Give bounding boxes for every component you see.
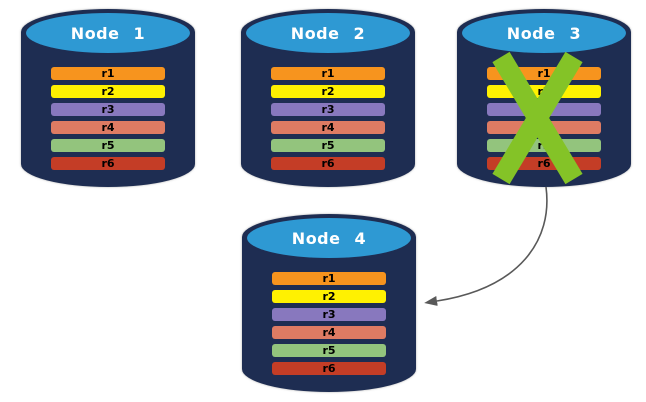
node-4: Node 4 r1 r2 r3 r4 r5 r6 [242,214,416,392]
replica-row-label: r2 [322,290,336,303]
replica-row-label: r3 [101,103,115,116]
replica-row: r2 [51,85,165,98]
replica-row: r1 [271,67,385,80]
replica-row: r3 [272,308,386,321]
node-1: Node 1 r1 r2 r3 r4 r5 r6 [21,9,195,187]
replica-row-label: r5 [322,344,336,357]
replica-row-label: r2 [321,85,335,98]
replica-row-label: r6 [321,157,335,170]
replica-row: r4 [51,121,165,134]
replica-row: r1 [51,67,165,80]
replica-row: r6 [272,362,386,375]
replica-row-label: r6 [101,157,115,170]
replica-row: r3 [51,103,165,116]
replica-row: r6 [271,157,385,170]
node-label: Node 3 [506,23,582,43]
replica-row-label: r4 [321,121,335,134]
node-3: Node 3 r1 r2 r3 r4 r5 r6 [457,9,631,187]
replica-row-label: r5 [321,139,335,152]
replica-row-label: r1 [101,67,115,80]
replica-row: r5 [51,139,165,152]
replica-row: r5 [271,139,385,152]
cylinder-top-rim: Node 2 [241,9,415,55]
replica-row-label: r4 [322,326,336,339]
replica-row-label: r1 [537,67,551,80]
replica-row-label: r1 [321,67,335,80]
cylinder-top-face: Node 3 [462,13,626,53]
node-2: Node 2 r1 r2 r3 r4 r5 r6 [241,9,415,187]
replica-rows: r1 r2 r3 r4 r5 r6 [271,67,385,170]
node-label: Node 4 [291,228,367,248]
replica-row-label: r5 [101,139,115,152]
replica-row: r3 [271,103,385,116]
node-label: Node 2 [290,23,366,43]
replica-row-label: r4 [101,121,115,134]
replica-row: r2 [272,290,386,303]
replica-row-label: r2 [101,85,115,98]
replica-row-label: r3 [321,103,335,116]
replica-row: r1 [272,272,386,285]
node-label: Node 1 [70,23,146,43]
cylinder-top-rim: Node 1 [21,9,195,55]
replica-rows: r1 r2 r3 r4 r5 r6 [51,67,165,170]
cylinder-top-face: Node 1 [26,13,190,53]
replica-row: r2 [271,85,385,98]
replica-row: r5 [272,344,386,357]
replica-row-label: r1 [322,272,336,285]
arrow-curve [424,186,548,306]
replica-row: r6 [51,157,165,170]
cylinder-top-face: Node 2 [246,13,410,53]
replica-row: r4 [272,326,386,339]
cylinder-top-face: Node 4 [247,218,411,258]
replica-row-label: r6 [537,157,551,170]
replica-row: r4 [271,121,385,134]
replica-row-label: r3 [322,308,336,321]
cylinder-top-rim: Node 3 [457,9,631,55]
cylinder-top-rim: Node 4 [242,214,416,260]
replica-row-label: r6 [322,362,336,375]
x-mark-icon [492,51,583,185]
replica-rows: r1 r2 r3 r4 r5 r6 [272,272,386,375]
